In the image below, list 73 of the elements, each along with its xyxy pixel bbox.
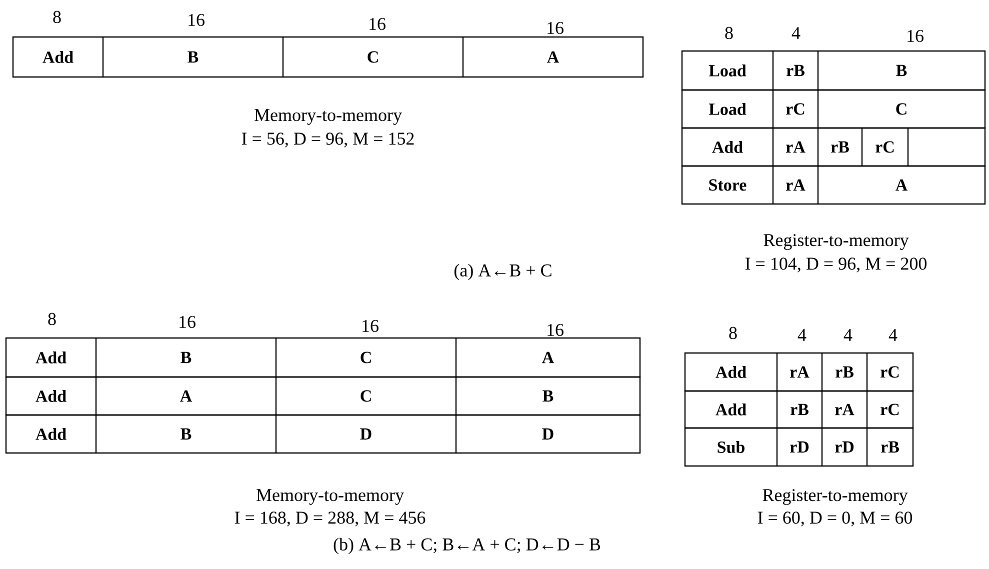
operand-field: C — [360, 390, 371, 402]
operand-field: B — [188, 51, 198, 63]
operand-field: rA — [786, 179, 806, 191]
operand-field: B — [180, 352, 192, 364]
operand-field: B — [896, 64, 907, 76]
format-summary: I = 104, D = 96, M = 200 — [745, 258, 927, 272]
instruction-format-row — [5, 337, 641, 378]
bit-width: 4 — [792, 27, 800, 39]
operand-field: A — [542, 352, 554, 364]
format-summary: I = 168, D = 288, M = 456 — [234, 512, 426, 526]
instruction-format-row — [5, 376, 641, 416]
instruction-format-row — [684, 352, 914, 392]
bit-width: 16 — [180, 316, 196, 328]
operand-field: rC — [786, 103, 804, 115]
opcode-field: Add — [36, 352, 66, 364]
operand-field: C — [368, 51, 378, 63]
bit-width: 16 — [362, 320, 378, 332]
operand-field: rA — [835, 404, 854, 416]
operand-field: D — [360, 428, 372, 440]
opcode-field: Add — [716, 366, 746, 378]
operand-field: rB — [790, 404, 808, 416]
operand-field: A — [180, 390, 192, 402]
instruction-format-row — [12, 36, 644, 78]
operand-field: rC — [876, 141, 894, 153]
operand-field: A — [547, 51, 560, 63]
opcode-field: Load — [708, 103, 746, 115]
bit-width: 16 — [908, 30, 924, 42]
opcode-field: Add — [36, 428, 66, 440]
subcaption: (b) A←B + C; B←A + C; D←D − B — [334, 538, 600, 554]
operand-field: C — [896, 103, 906, 115]
bit-width: 8 — [729, 326, 737, 340]
opcode-field: Add — [42, 51, 74, 63]
operand-field: rD — [835, 441, 854, 453]
opcode-field: Add — [36, 390, 66, 402]
bit-width: 8 — [725, 26, 733, 40]
format-title: Register-to-memory — [762, 489, 908, 505]
format-summary: I = 56, D = 96, M = 152 — [242, 132, 414, 148]
opcode-field: Add — [716, 404, 746, 416]
bit-width: 8 — [48, 312, 56, 326]
operand-field: rB — [836, 366, 854, 378]
instruction-format-row — [5, 414, 641, 454]
operand-field: B — [542, 390, 554, 402]
operand-field: rA — [786, 141, 806, 153]
operand-field: rA — [790, 366, 810, 378]
format-title: Register-to-memory — [764, 234, 909, 250]
instruction-format-row — [681, 50, 986, 91]
operand-field: rC — [880, 366, 899, 378]
operand-field: rB — [881, 441, 899, 453]
operand-field: rD — [790, 441, 809, 453]
instruction-format-row — [684, 390, 914, 429]
instruction-format-row — [681, 165, 986, 205]
opcode-field: Store — [709, 179, 746, 191]
instruction-format-row — [681, 89, 986, 129]
operand-field: D — [542, 428, 554, 440]
instruction-format-row — [681, 127, 986, 167]
operand-field: rB — [786, 64, 804, 76]
bit-width: 16 — [548, 324, 564, 336]
bit-width: 4 — [844, 329, 852, 341]
operand-field: rB — [831, 141, 849, 153]
format-title: Memory-to-memory — [256, 489, 404, 505]
opcode-field: Sub — [718, 441, 744, 453]
bit-width: 4 — [798, 329, 806, 341]
format-summary: I = 60, D = 0, M = 60 — [758, 512, 912, 526]
opcode-field: Load — [708, 64, 746, 76]
operand-field: C — [360, 352, 371, 364]
bit-width: 4 — [888, 329, 898, 341]
opcode-field: Add — [712, 141, 743, 153]
instruction-format-row — [684, 427, 914, 467]
operand-field: B — [180, 428, 192, 440]
operand-field: rC — [880, 404, 899, 416]
subcaption: (a) A←B + C — [454, 264, 552, 280]
format-title: Memory-to-memory — [254, 109, 402, 125]
operand-field: A — [896, 179, 908, 191]
